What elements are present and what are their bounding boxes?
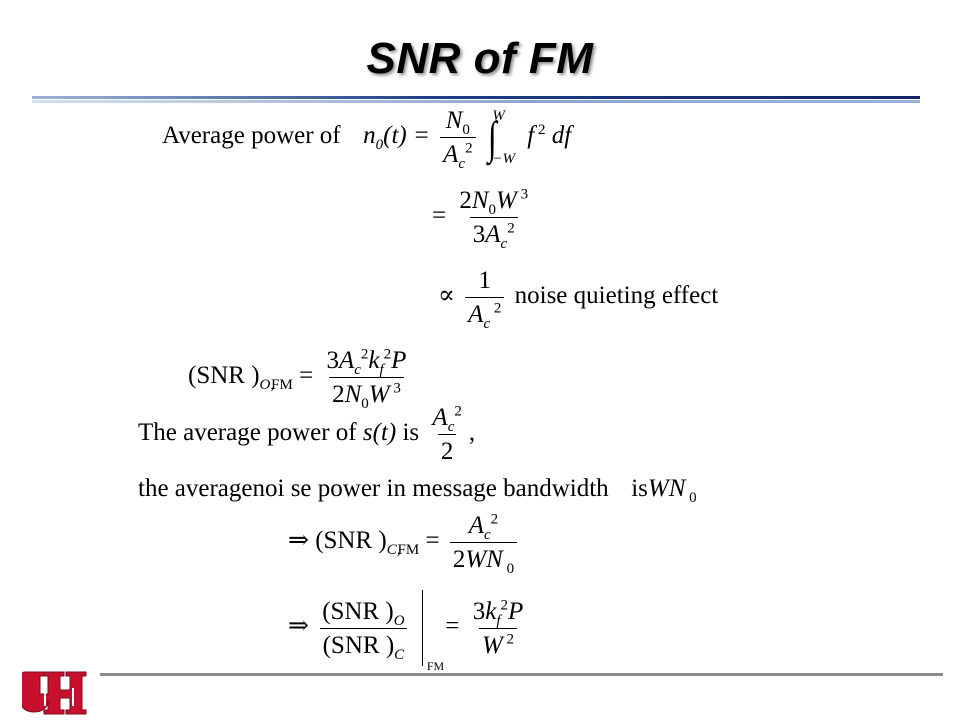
label-noise-quieting: noise quieting effect: [514, 282, 719, 310]
university-logo-icon: [22, 671, 87, 715]
equation-figure-of-merit: ⇒ (SNR )O (SNR )C FM = 3kf2P W 2: [288, 590, 530, 672]
slide-title: SNR of FM: [366, 34, 594, 83]
fraction-2n0w3: 2N0W 3 3Ac2: [459, 186, 529, 252]
equation-noise-bandwidth: the averagenoi se power in message bandw…: [138, 475, 697, 506]
fraction-n0-ac2: N0 Ac2: [440, 108, 476, 172]
equation-noise-power-result: = 2N0W 3 3Ac2: [432, 186, 535, 252]
equation-average-noise-power: Average power of n0(t) = N0 Ac2 ∫W−W f 2…: [162, 107, 572, 172]
label-average-power: Average power of: [162, 122, 341, 150]
fraction-ac2-over-2: Ac2 2: [432, 403, 462, 465]
evaluation-bar: FM: [421, 590, 444, 672]
fraction-one-over-ac2: 1 Ac 2: [465, 268, 505, 332]
equation-signal-power: The average power of s(t) is Ac2 2 ,: [138, 403, 476, 465]
fraction-3kf2p-w2: 3kf2P W 2: [472, 597, 524, 659]
fraction-snr-o-fm: 3Ac2kf2P 2N0W 3: [326, 346, 407, 412]
integral-sign: ∫: [487, 111, 497, 163]
fraction-snr-c-fm: Ac2 2WN 0: [449, 512, 518, 577]
equation-snr-channel-fm: ⇒ (SNR )C,FM = Ac2 2WN 0: [288, 512, 521, 577]
fraction-snr-ratio: (SNR )O (SNR )C: [319, 599, 408, 662]
symbol-n0: n0(t) =: [363, 122, 430, 154]
equation-proportional: ∝ 1 Ac 2 noise quieting effect: [438, 267, 719, 332]
title-underline: [32, 96, 920, 103]
footer-rule: [100, 673, 943, 676]
symbol-df: df: [551, 122, 572, 150]
integral-limits: W−W: [492, 107, 516, 167]
equation-snr-output-fm: (SNR )O,FM = 3Ac2kf2P 2N0W 3: [188, 346, 413, 412]
